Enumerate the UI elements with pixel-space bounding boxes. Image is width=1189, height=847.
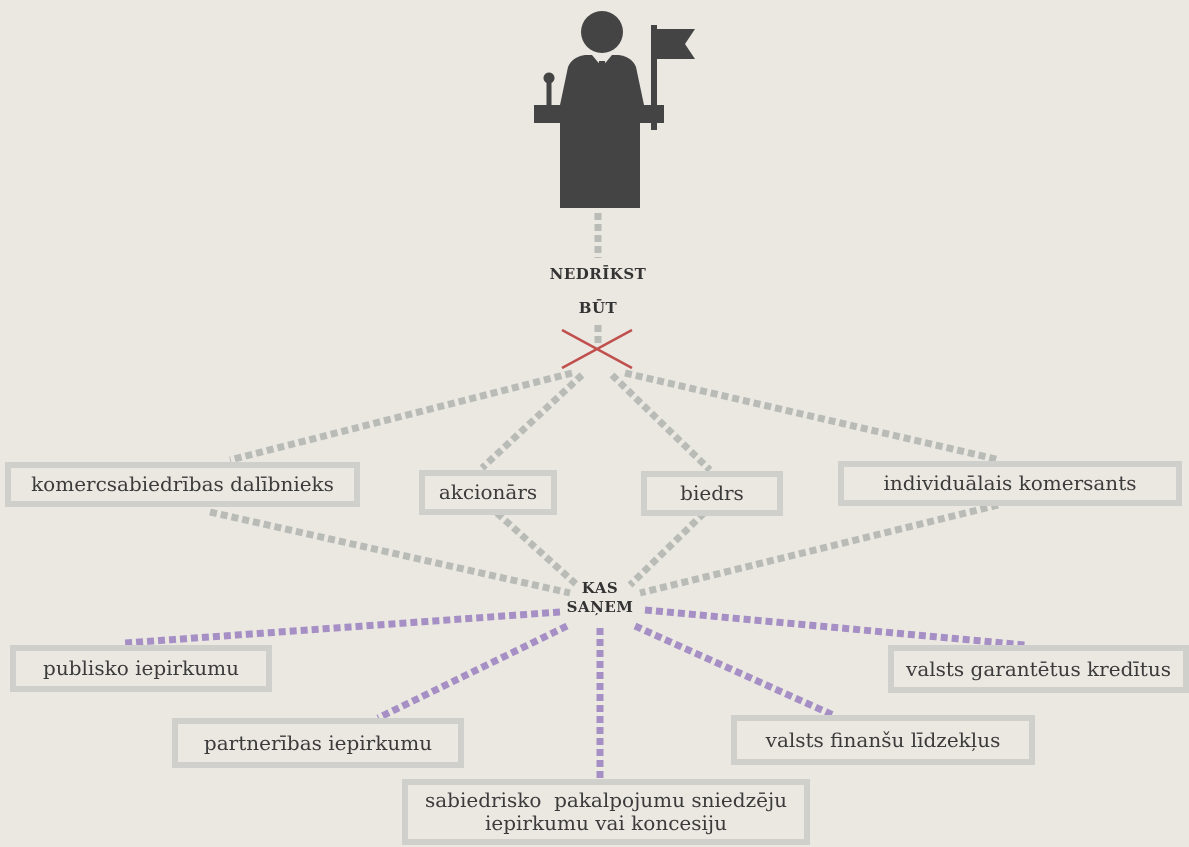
connector-role-2-kas: [494, 510, 580, 588]
label-but: BŪT: [560, 296, 636, 320]
speaker-at-podium-icon: [534, 11, 695, 208]
receive-sabiedrisko-pakalpojumu: sabiedrisko pakalpojumu sniedzēju iepirk…: [402, 779, 810, 845]
connector-role-3-kas: [627, 510, 707, 588]
receive-sabiedrisko-line-2: iepirkumu vai koncesiju: [485, 811, 727, 835]
connector-kas-recv-1: [124, 608, 561, 647]
receive-valsts-garantetus-kreditus: valsts garantētus kredītus: [888, 645, 1189, 693]
label-nedrikst: NEDRĪKST: [533, 262, 663, 286]
receive-publisko-iepirkumu: publisko iepirkumu: [10, 645, 272, 692]
receive-valsts-finansu-lidzeklus: valsts finanšu līdzekļus: [731, 715, 1035, 765]
connector-cross-role-1: [229, 369, 573, 464]
connector-kas-recv-2: [376, 622, 569, 722]
receive-sabiedrisko-line-1: sabiedrisko pakalpojumu sniedzēju: [424, 788, 788, 812]
connector-role-1-kas: [209, 508, 571, 597]
connector-role-4-kas: [639, 501, 999, 597]
cross-icon: [561, 328, 633, 370]
connector-cross-role-2: [479, 372, 585, 471]
label-kas: KAS: [581, 579, 619, 597]
connector-cross-role-3: [609, 372, 713, 473]
label-sanem: SAŅEM: [566, 598, 634, 616]
receive-partneribas-iepirkumu: partnerības iepirkumu: [172, 718, 464, 768]
connector-kas-recv-5: [644, 606, 1026, 649]
role-komercsabiedribas-dalibnieks: komercsabiedrības dalībnieks: [5, 462, 360, 507]
connector-cross-role-4: [624, 369, 1001, 464]
role-biedrs: biedrs: [641, 471, 783, 516]
connector-kas-recv-4: [633, 622, 835, 719]
role-akcionars: akcionārs: [419, 470, 557, 515]
role-individualais-komersants: individuālais komersants: [838, 461, 1182, 506]
